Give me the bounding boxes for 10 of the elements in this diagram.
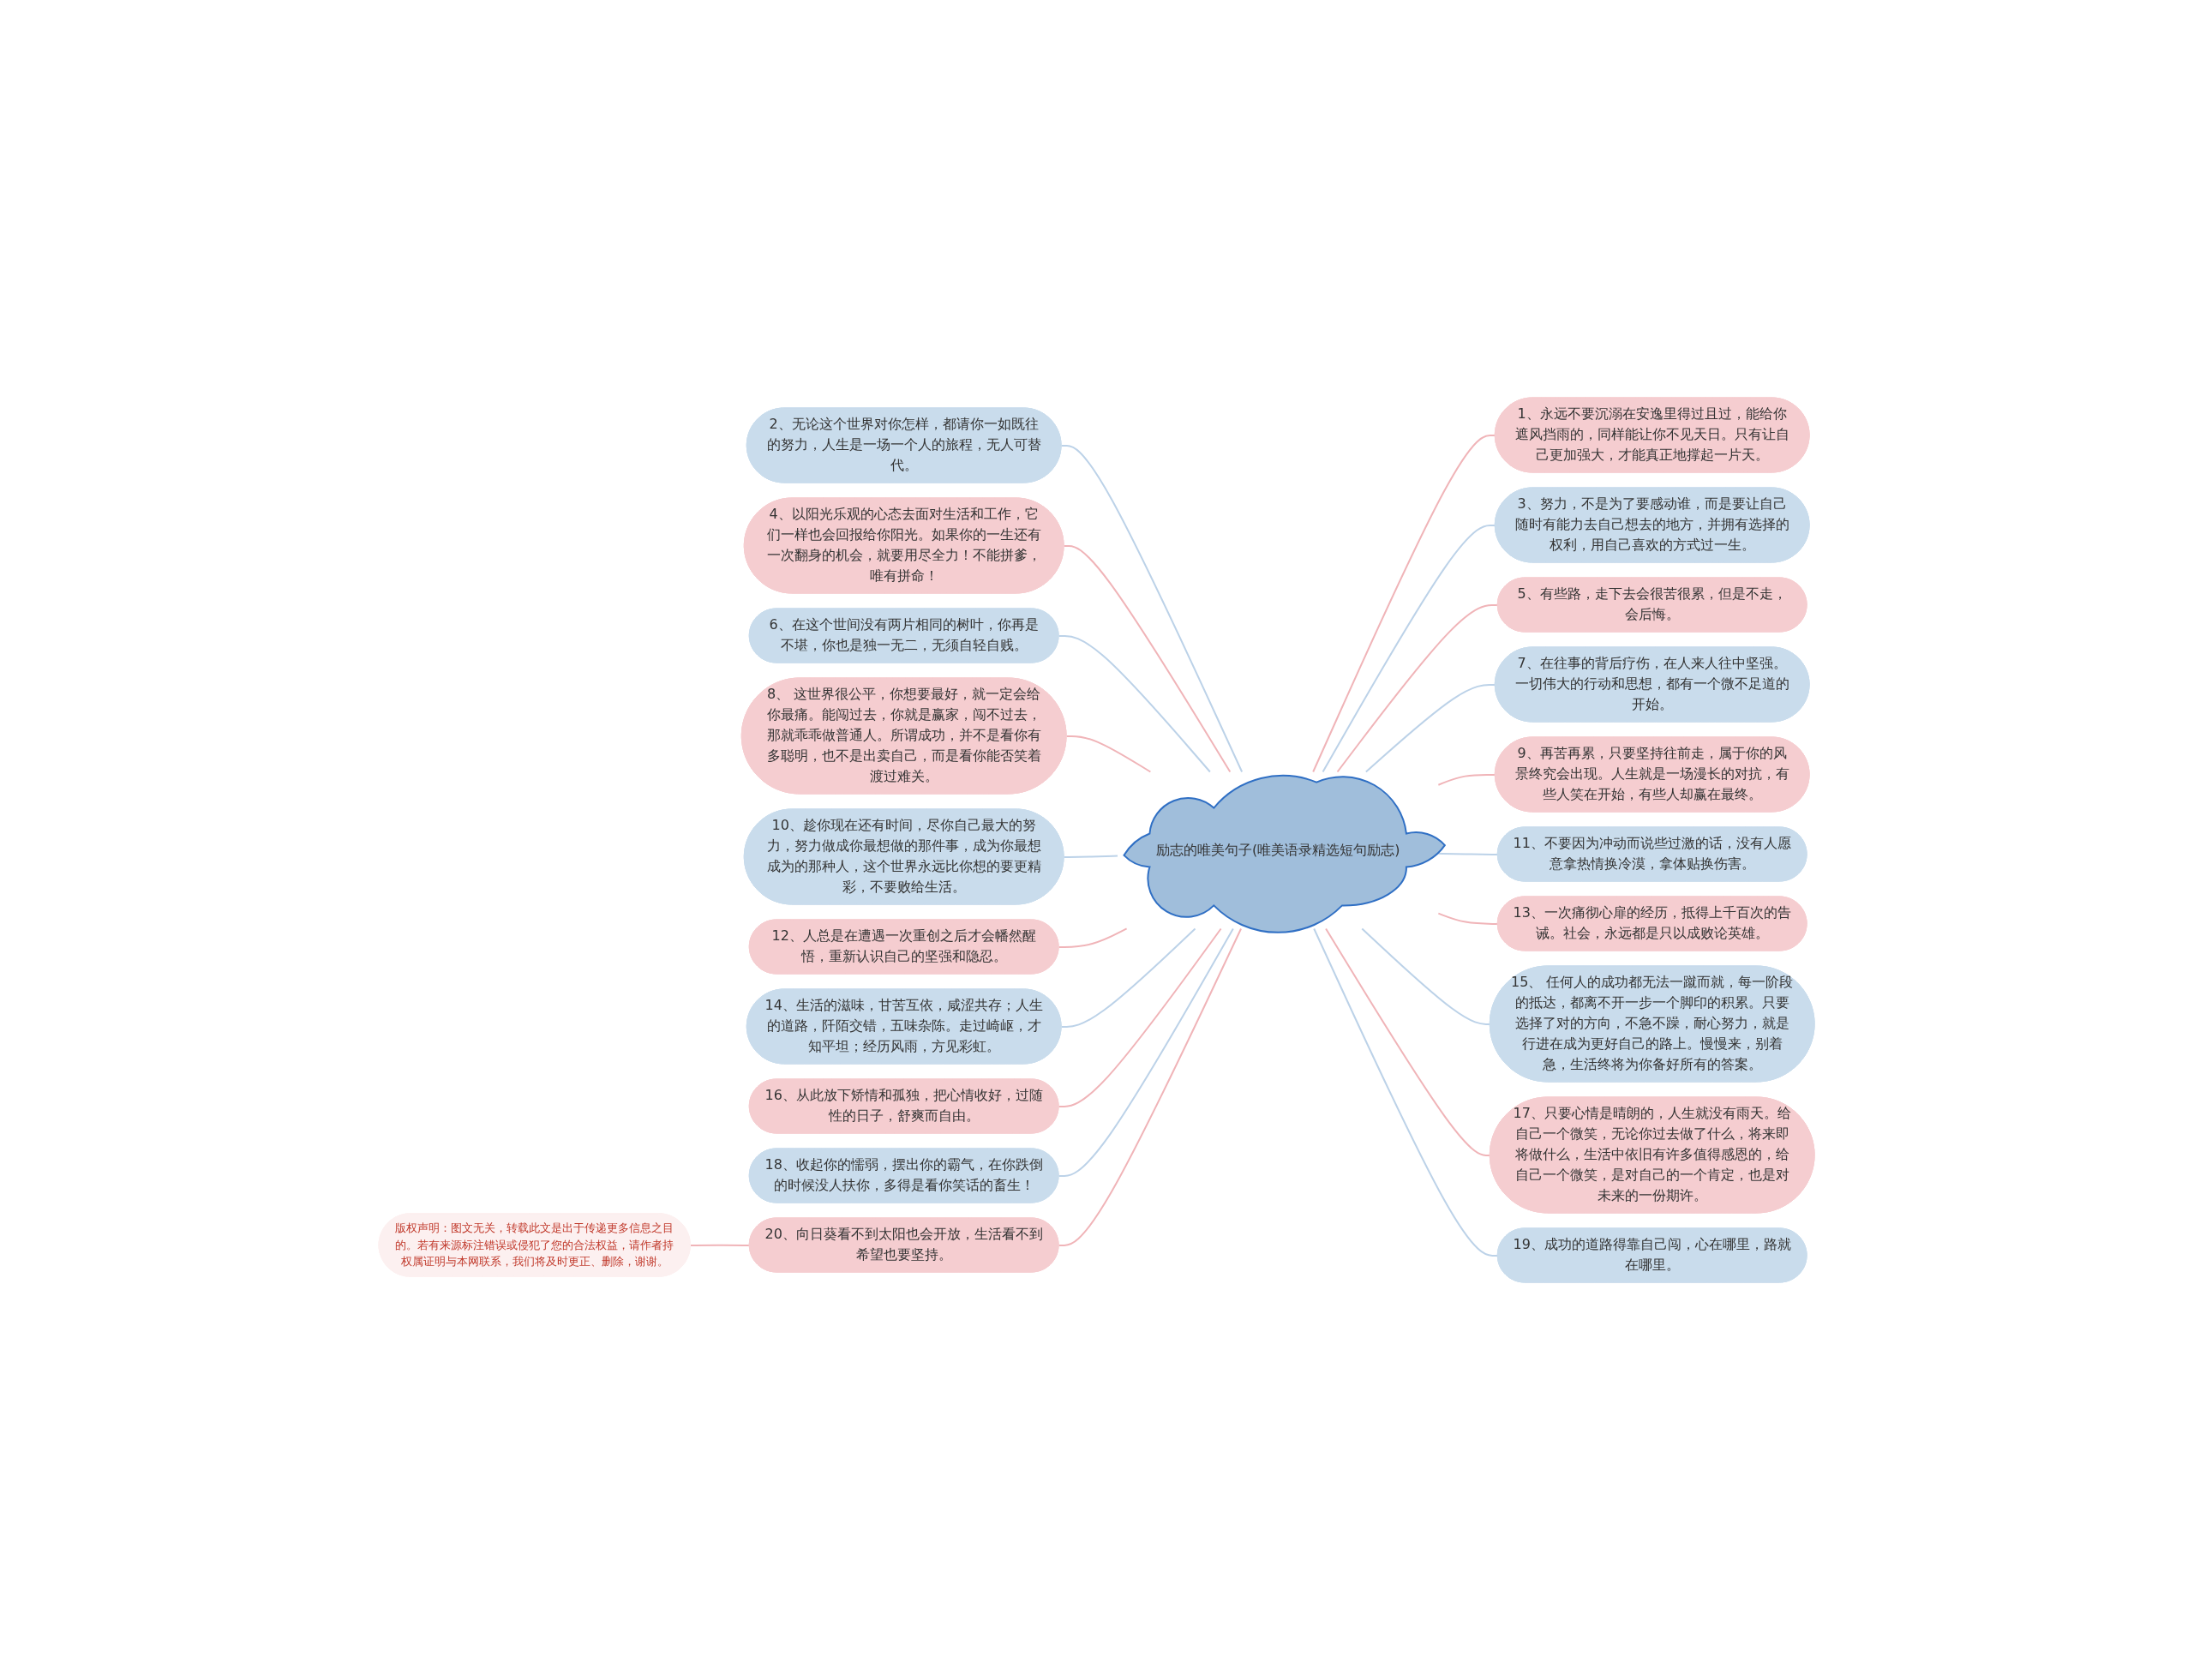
connector [1058,927,1243,1246]
connector [1058,927,1129,948]
connector [1061,444,1244,773]
connector [1066,735,1152,773]
connector [1058,927,1223,1107]
connector [1061,927,1196,1028]
connector [1058,634,1212,773]
connector [1064,855,1119,858]
connector [1058,927,1235,1177]
connector [1064,544,1232,773]
